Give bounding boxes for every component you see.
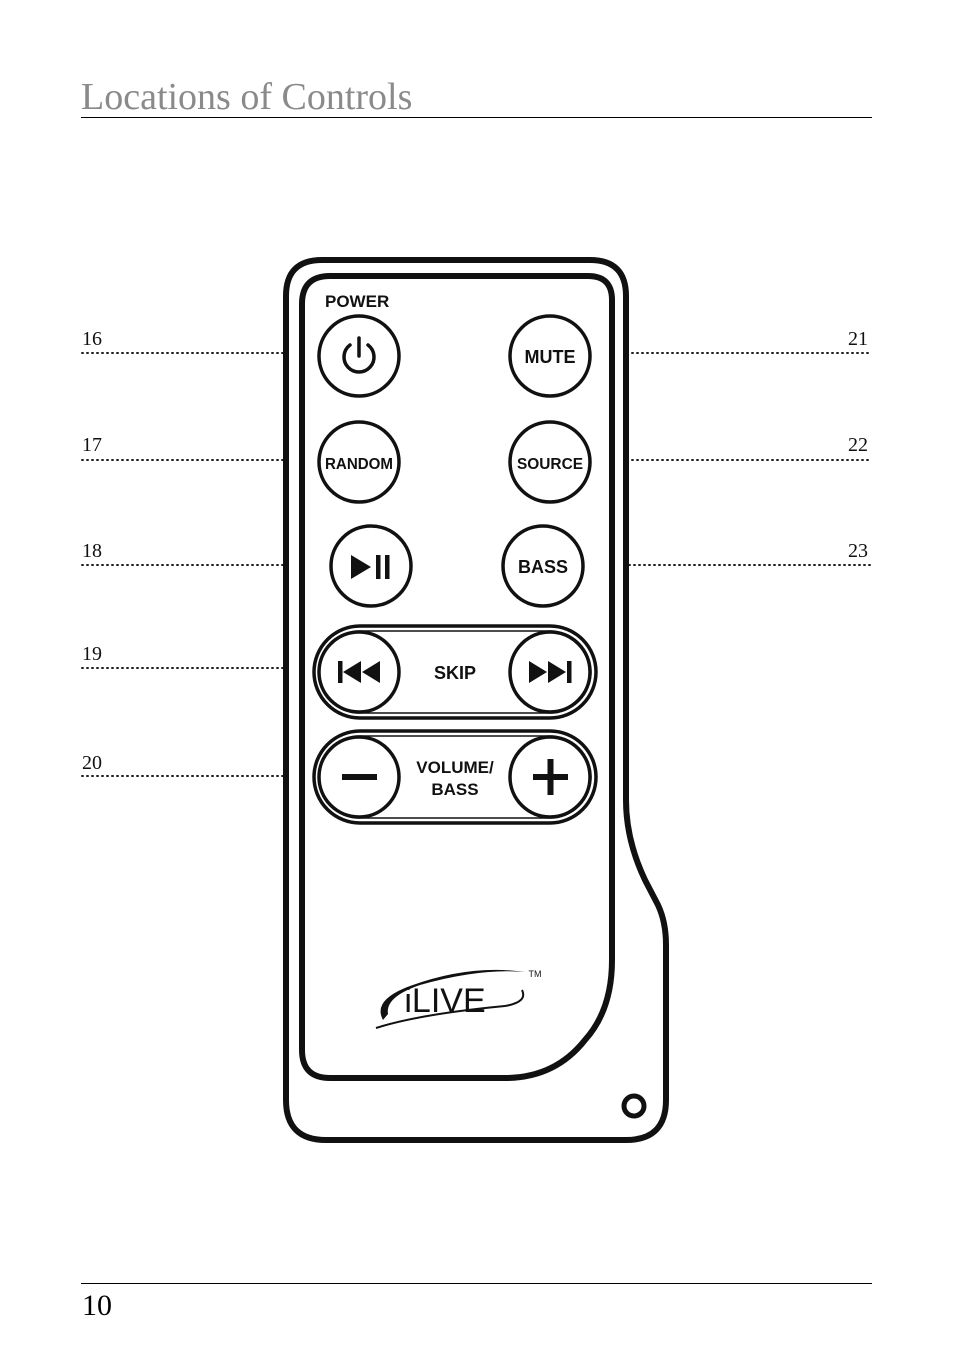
- footer-rule: [81, 1283, 872, 1284]
- source-label: SOURCE: [517, 456, 583, 473]
- skip-forward-button[interactable]: [508, 630, 592, 714]
- skip-back-icon: [338, 661, 380, 683]
- source-button[interactable]: SOURCE: [508, 420, 592, 504]
- skip-forward-icon: [529, 661, 572, 683]
- callout-18: 18: [82, 540, 102, 562]
- ilive-logo: iLIVE TM: [375, 969, 542, 1029]
- leader-lines: [81, 352, 872, 777]
- volume-label-line1: VOLUME/: [416, 758, 494, 777]
- callout-20: 20: [82, 752, 102, 774]
- power-icon: [342, 336, 376, 374]
- volume-down-button[interactable]: [317, 735, 401, 819]
- page-title: Locations of Controls: [81, 76, 413, 118]
- callout-19: 19: [82, 643, 102, 665]
- random-button[interactable]: RANDOM: [317, 420, 401, 504]
- lanyard-hole: [621, 1093, 647, 1119]
- trademark-mark: TM: [529, 969, 542, 979]
- mute-button[interactable]: MUTE: [508, 314, 592, 398]
- play-pause-icon: [351, 555, 390, 579]
- callout-22: 22: [848, 434, 868, 456]
- callout-21: 21: [848, 328, 868, 350]
- volume-up-button[interactable]: [508, 735, 592, 819]
- random-label: RANDOM: [325, 456, 393, 473]
- minus-icon: [342, 774, 377, 780]
- callout-16: 16: [82, 328, 102, 350]
- logo-text: iLIVE: [404, 982, 485, 1020]
- mute-label: MUTE: [525, 347, 576, 367]
- header-rule: [81, 117, 872, 118]
- power-button[interactable]: [317, 314, 401, 398]
- bass-label: BASS: [518, 557, 568, 577]
- skip-label: SKIP: [434, 663, 476, 683]
- callout-17: 17: [82, 434, 102, 456]
- page-number: 10: [82, 1289, 112, 1322]
- bass-button[interactable]: BASS: [501, 524, 585, 608]
- callout-23: 23: [848, 540, 868, 562]
- power-label: POWER: [325, 292, 389, 311]
- play-pause-button[interactable]: [329, 524, 413, 608]
- volume-label-line2: BASS: [431, 780, 478, 799]
- plus-icon: [533, 759, 568, 795]
- skip-back-button[interactable]: [317, 630, 401, 714]
